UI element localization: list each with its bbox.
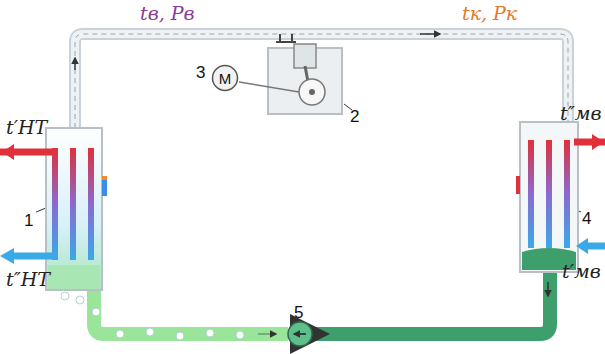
callout-number: 2 [350,108,359,125]
expansion-valve [288,322,312,346]
callout-number: 4 [582,210,591,227]
callout-number: 5 [294,304,303,321]
state-label: tк, Pк [462,4,517,23]
vapour-pipe [75,34,568,128]
condenser [516,122,605,272]
temperature-label: t′НТ [6,118,47,137]
callout-number: 3 [196,64,205,81]
motor-circle: M [211,64,239,92]
temperature-label: t″НТ [6,270,50,289]
temperature-label: t″мв [560,104,602,123]
motor-letter: M [219,70,232,87]
temperature-label: t′мв [562,262,601,281]
evaporator [0,128,107,290]
callout-number: 1 [24,212,33,229]
liquid-pipe [94,270,550,334]
leader-line [36,208,46,212]
compressor [239,34,342,114]
state-label: tв, Pв [140,4,195,23]
